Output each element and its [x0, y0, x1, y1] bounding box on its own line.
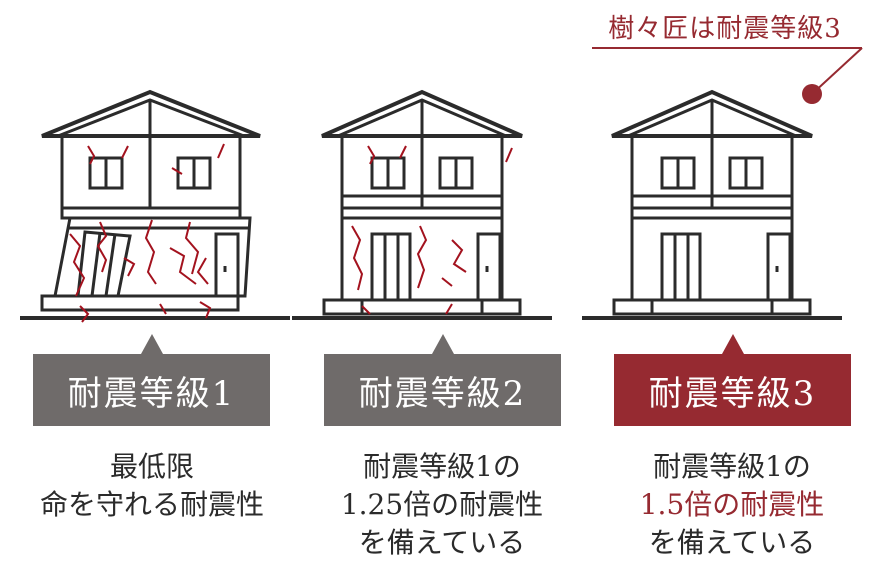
callout-pointer [592, 47, 863, 104]
grade-badge-3: 耐震等級3 [614, 334, 851, 426]
house-damaged-icon [20, 89, 290, 323]
grade-badge-2: 耐震等級2 [324, 334, 561, 426]
description-2-line1: 耐震等級1の [363, 450, 521, 483]
description-3: 耐震等級1の 1.5倍の耐震性 を備えている [602, 448, 862, 562]
description-1: 最低限 命を守れる耐震性 [22, 448, 282, 524]
description-3-line3: を備えている [648, 526, 816, 559]
description-2: 耐震等級1の 1.25倍の耐震性 を備えている [312, 448, 572, 562]
callout-label: 樹々匠は耐震等級3 [608, 14, 842, 44]
description-1-line2: 命を守れる耐震性 [39, 488, 264, 521]
house-intact-icon [580, 90, 844, 320]
description-2-line2: 1.25倍の耐震性 [340, 488, 544, 521]
description-3-line1: 耐震等級1の [653, 450, 811, 483]
house-moderate-icon [290, 90, 554, 320]
description-2-line3: を備えている [358, 526, 526, 559]
description-1-line1: 最低限 [109, 450, 194, 483]
grade-badge-1: 耐震等級1 [33, 334, 270, 426]
description-3-line2: 1.5倍の耐震性 [639, 488, 825, 521]
